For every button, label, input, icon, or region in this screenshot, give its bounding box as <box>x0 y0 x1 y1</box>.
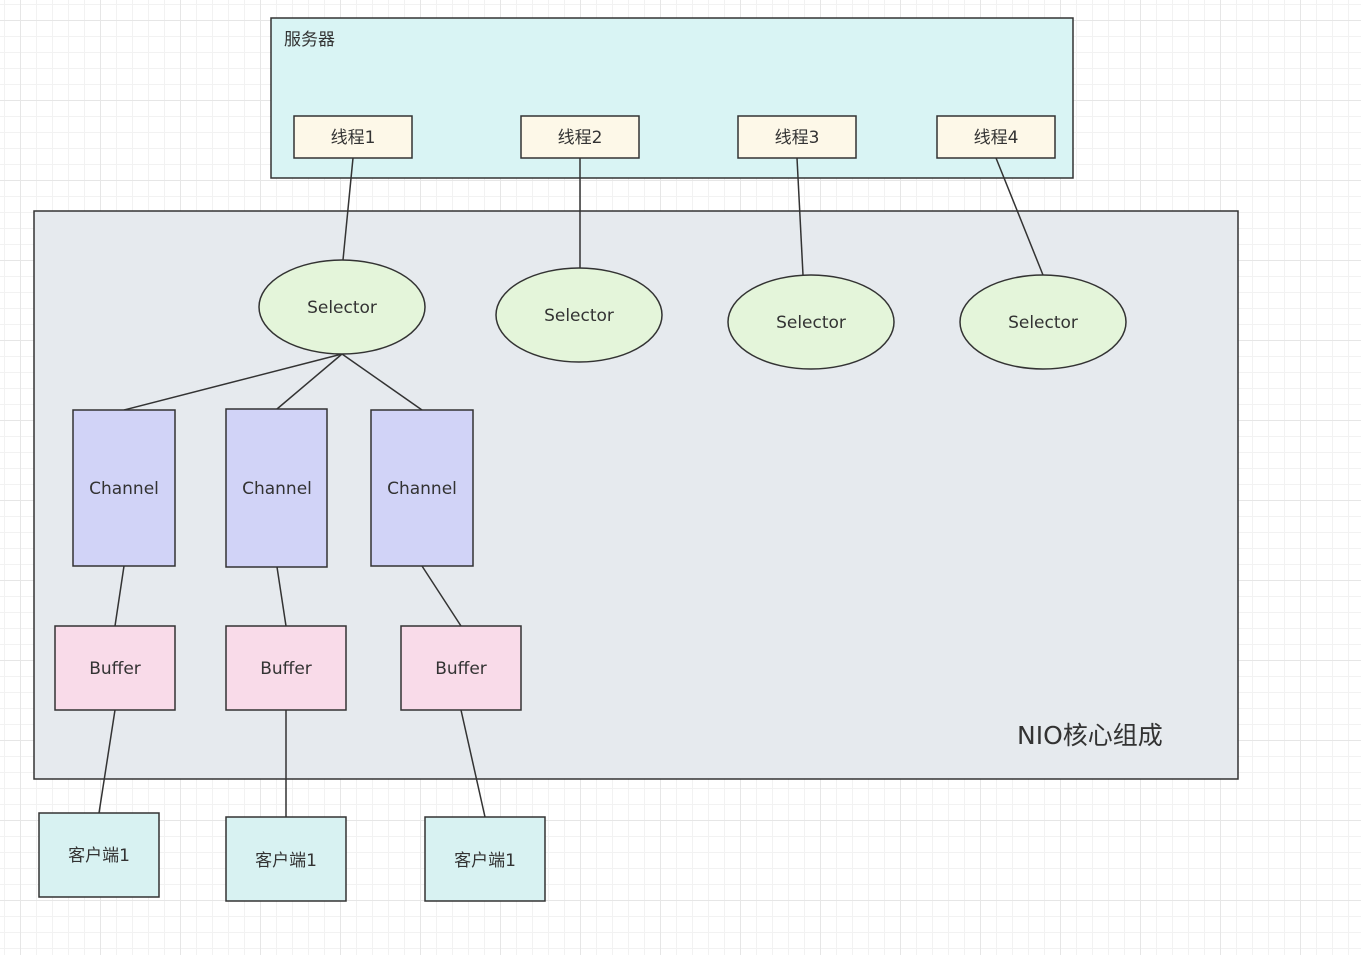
channel-node[interactable]: Channel <box>72 409 176 567</box>
edge-buffer1-client1 <box>98 709 116 814</box>
channel-box[interactable] <box>72 409 176 567</box>
connector-lines <box>98 157 1044 818</box>
client-box[interactable] <box>225 816 347 902</box>
buffer-label: Buffer <box>435 659 487 679</box>
selector-label: Selector <box>544 306 614 326</box>
server-title: 服务器 <box>284 30 335 50</box>
thread-node[interactable]: 线程3 <box>737 115 857 159</box>
edge-thread3-selector3 <box>796 157 804 276</box>
client-node[interactable]: 客户端1 <box>225 816 347 902</box>
client-box[interactable] <box>38 812 160 898</box>
selector-ellipse[interactable] <box>959 274 1127 370</box>
client-node[interactable]: 客户端1 <box>38 812 160 898</box>
client-label: 客户端1 <box>454 851 516 871</box>
edge-selector1-channel3 <box>341 353 423 411</box>
thread-label: 线程3 <box>775 128 820 148</box>
edge-thread4-selector4 <box>995 157 1044 276</box>
buffer-box[interactable] <box>54 625 176 711</box>
edge-selector1-channel1 <box>123 353 343 411</box>
client-node[interactable]: 客户端1 <box>424 816 546 902</box>
channel-box[interactable] <box>225 408 328 568</box>
buffer-node[interactable]: Buffer <box>225 625 347 711</box>
edge-thread1-selector1 <box>342 157 354 261</box>
client-label: 客户端1 <box>255 851 317 871</box>
buffer-label: Buffer <box>89 659 141 679</box>
selector-node[interactable]: Selector <box>495 267 663 363</box>
thread-label: 线程4 <box>974 128 1019 148</box>
channel-node[interactable]: Channel <box>225 408 328 568</box>
client-label: 客户端1 <box>68 846 130 866</box>
thread-node[interactable]: 线程2 <box>520 115 640 159</box>
thread-box[interactable] <box>936 115 1056 159</box>
thread-box[interactable] <box>520 115 640 159</box>
edge-buffer3-client3 <box>460 709 486 818</box>
client-box[interactable] <box>424 816 546 902</box>
edge-channel2-buffer2 <box>276 566 287 627</box>
channel-label: Channel <box>89 479 159 499</box>
selector-label: Selector <box>1008 313 1078 333</box>
channel-label: Channel <box>387 479 457 499</box>
selector-node[interactable]: Selector <box>258 259 426 355</box>
edge-channel3-buffer3 <box>421 565 462 627</box>
thread-label: 线程2 <box>558 128 603 148</box>
channel-node[interactable]: Channel <box>370 409 474 567</box>
buffer-label: Buffer <box>260 659 312 679</box>
selector-ellipse[interactable] <box>258 259 426 355</box>
selector-label: Selector <box>307 298 377 318</box>
selector-label: Selector <box>776 313 846 333</box>
selector-ellipse[interactable] <box>727 274 895 370</box>
channel-box[interactable] <box>370 409 474 567</box>
selector-node[interactable]: Selector <box>959 274 1127 370</box>
thread-box[interactable] <box>293 115 413 159</box>
buffer-node[interactable]: Buffer <box>400 625 522 711</box>
nio-core-title: NIO核心组成 <box>1017 721 1163 750</box>
thread-node[interactable]: 线程1 <box>293 115 413 159</box>
buffer-node[interactable]: Buffer <box>54 625 176 711</box>
thread-node[interactable]: 线程4 <box>936 115 1056 159</box>
buffer-box[interactable] <box>400 625 522 711</box>
edge-selector1-channel2 <box>276 353 343 410</box>
thread-box[interactable] <box>737 115 857 159</box>
thread-label: 线程1 <box>331 128 376 148</box>
edge-channel1-buffer1 <box>114 565 125 627</box>
buffer-box[interactable] <box>225 625 347 711</box>
selector-ellipse[interactable] <box>495 267 663 363</box>
selector-node[interactable]: Selector <box>727 274 895 370</box>
channel-label: Channel <box>242 479 312 499</box>
